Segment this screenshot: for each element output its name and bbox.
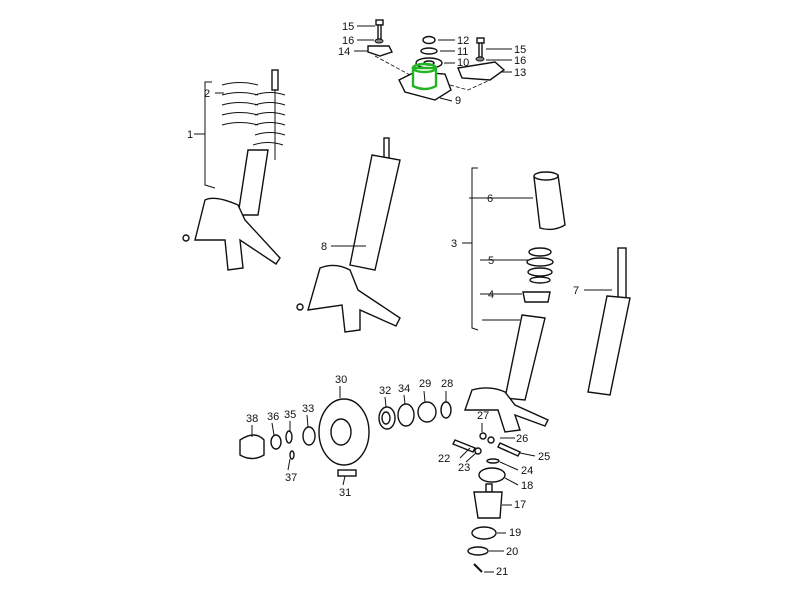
callout[interactable]: 16 (342, 35, 354, 47)
upper-mount-assembly (367, 19, 506, 101)
callout[interactable]: 20 (506, 546, 518, 558)
strut-with-spring (182, 69, 286, 271)
callout[interactable]: 5 (488, 255, 494, 267)
callout[interactable]: 28 (441, 378, 453, 390)
callout[interactable]: 11 (457, 46, 468, 58)
callout[interactable]: 14 (338, 46, 350, 58)
callout[interactable]: 17 (514, 499, 526, 511)
callout[interactable]: 35 (284, 409, 296, 421)
damper-insert (587, 247, 631, 396)
callout[interactable]: 26 (516, 433, 528, 445)
callout[interactable]: 36 (267, 411, 279, 423)
callout[interactable]: 37 (285, 472, 297, 484)
callout[interactable]: 38 (246, 413, 258, 425)
ball-joint-assembly (452, 432, 521, 573)
callout[interactable]: 3 (451, 238, 457, 250)
callout[interactable]: 25 (538, 451, 550, 463)
callout[interactable]: 4 (488, 289, 494, 301)
callout[interactable]: 12 (457, 35, 469, 47)
leader-lines (194, 25, 612, 321)
callout[interactable]: 30 (335, 374, 347, 386)
callout[interactable]: 27 (477, 410, 489, 422)
callout[interactable]: 24 (521, 465, 533, 477)
shock-strut (296, 137, 401, 333)
callout[interactable]: 19 (509, 527, 521, 539)
callout[interactable]: 13 (514, 67, 526, 79)
bushing-highlight[interactable] (411, 62, 438, 91)
strut-components (464, 167, 566, 433)
callout[interactable]: 6 (487, 193, 493, 205)
callout[interactable]: 23 (458, 462, 470, 474)
callout[interactable]: 22 (438, 453, 450, 465)
callout[interactable]: 7 (573, 285, 579, 297)
callout[interactable]: 21 (496, 566, 508, 578)
callout-labels: 15 16 14 12 11 10 15 16 13 9 2 1 8 6 3 5… (187, 21, 579, 578)
callout[interactable]: 33 (302, 403, 314, 415)
callout[interactable]: 16 (514, 55, 526, 67)
small-leader-lines (251, 386, 536, 573)
callout[interactable]: 10 (457, 57, 469, 69)
callout[interactable]: 32 (379, 385, 391, 397)
callout[interactable]: 15 (342, 21, 354, 33)
callout[interactable]: 18 (521, 480, 533, 492)
callout-highlighted[interactable]: 9 (455, 95, 461, 107)
callout[interactable]: 2 (204, 88, 210, 100)
callout[interactable]: 15 (514, 44, 526, 56)
hub-assembly (239, 398, 452, 477)
callout[interactable]: 1 (187, 129, 193, 141)
callout[interactable]: 29 (419, 378, 431, 390)
callout[interactable]: 31 (339, 487, 351, 499)
callout[interactable]: 34 (398, 383, 410, 395)
callout[interactable]: 8 (321, 241, 327, 253)
